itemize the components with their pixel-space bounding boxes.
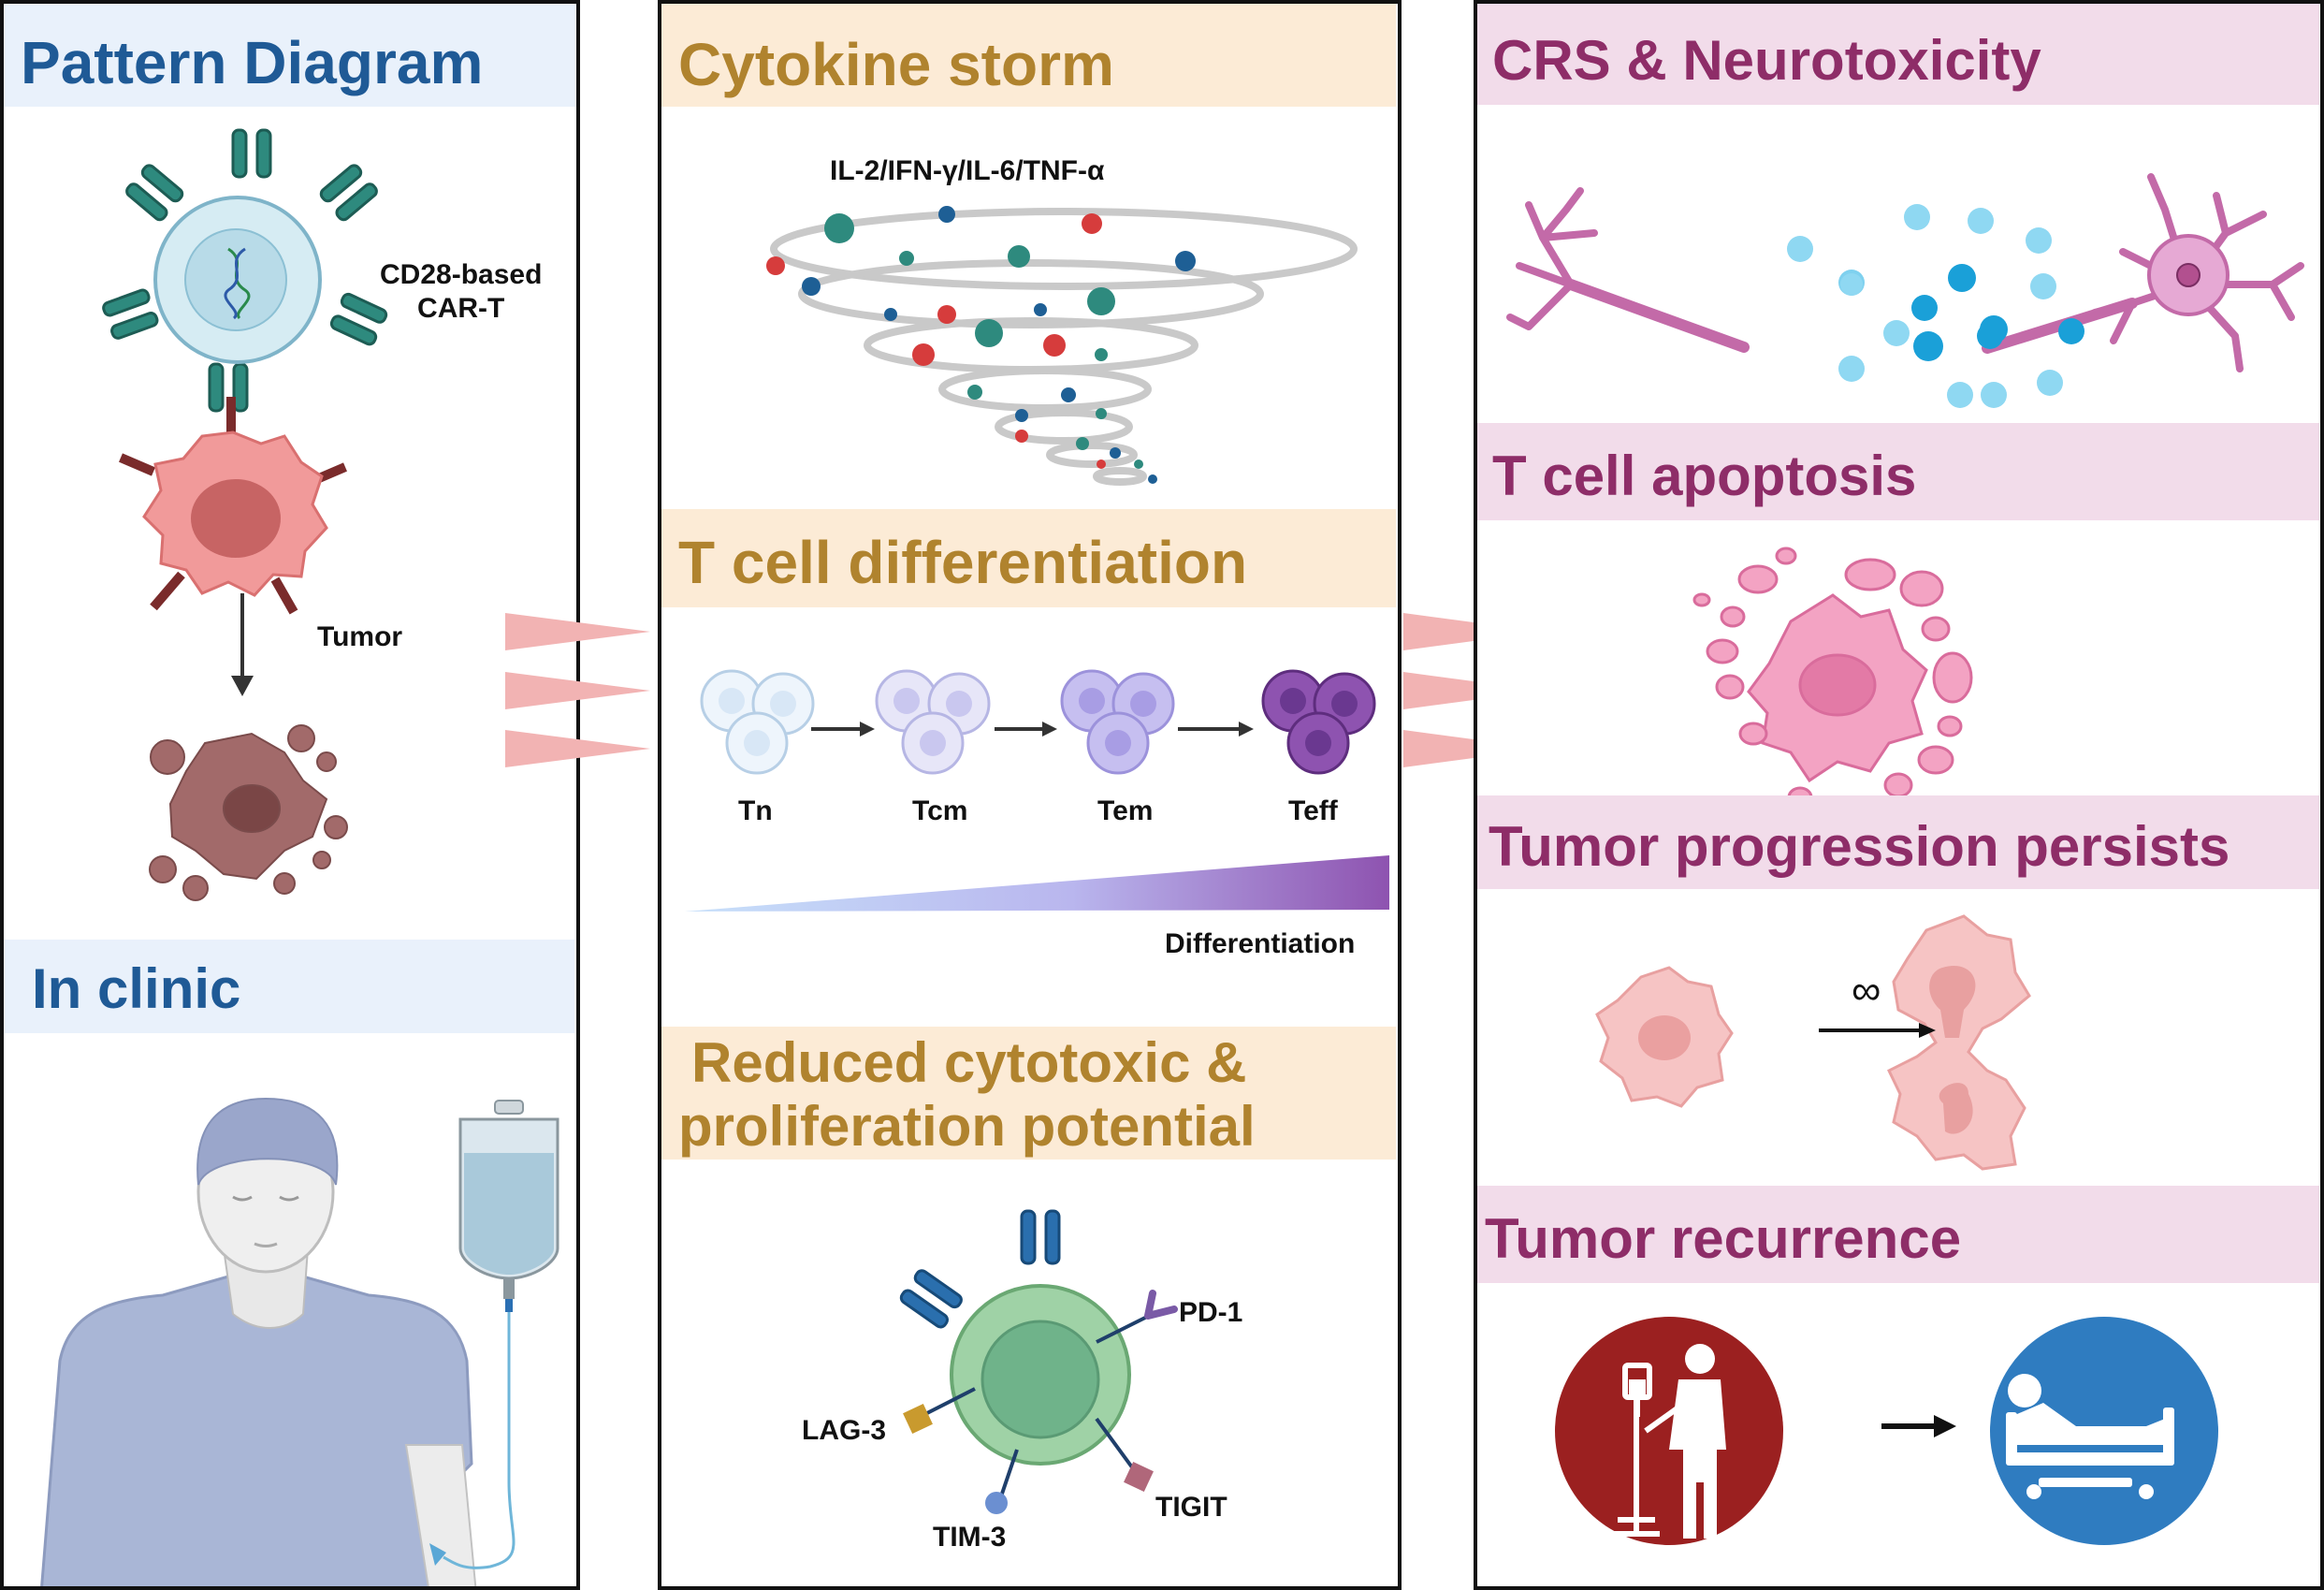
tn-cells — [700, 669, 815, 775]
cytokine-list: IL-2/IFN-γ/IL-6/TNF-α — [830, 155, 1105, 186]
car-t-illustration — [102, 128, 388, 901]
apoptosis-title: T cell apoptosis — [1477, 423, 2319, 520]
car-receptor — [231, 128, 272, 179]
patient-iv-illustration — [40, 1097, 559, 1586]
tumor-proliferation — [1595, 914, 2031, 1171]
tcm-cells — [875, 669, 991, 775]
progression-title: Tumor progression persists — [1477, 795, 2319, 889]
cytokine-tornado — [766, 206, 1358, 486]
car-receptor — [125, 164, 184, 222]
differentiation-label: Differentiation — [1165, 928, 1356, 959]
car-receptor — [899, 1269, 963, 1329]
crs-illustration — [1506, 173, 2304, 408]
reduced-potential-title: Reduced cytotoxic & proliferation potent… — [661, 1027, 1396, 1160]
outcomes-panel: CRS & Neurotoxicity — [1474, 0, 2324, 1590]
car-receptor — [208, 362, 249, 413]
car-receptor — [319, 164, 378, 222]
tim3-label: TIM-3 — [933, 1522, 1007, 1553]
cytokine-storm-title: Cytokine storm — [661, 4, 1396, 107]
pattern-diagram-title: Pattern Diagram — [4, 4, 576, 107]
differentiation-title: T cell differentiation — [661, 509, 1396, 607]
iv-bag-icon — [458, 1100, 559, 1312]
lag3-label: LAG-3 — [802, 1415, 886, 1446]
hospital-bed-icon — [1990, 1317, 2218, 1545]
car-receptor — [1020, 1209, 1061, 1265]
differentiation-diagram — [685, 669, 1389, 912]
mechanism-panel: Cytokine storm IL-2/IFN-γ/IL-6/TNF-α — [658, 0, 1402, 1590]
teff-cells — [1261, 669, 1376, 775]
tumor-cell — [119, 430, 347, 615]
patient-iv-icon — [1555, 1317, 1783, 1545]
recurrence-illustration — [1555, 1317, 2218, 1545]
stage-tcm-label: Tcm — [912, 795, 968, 826]
neuron-icon — [1506, 187, 1750, 353]
car-receptor — [329, 292, 388, 346]
apoptotic-cell — [1692, 547, 1973, 809]
lysed-tumor-cell — [149, 724, 348, 901]
stage-tem-label: Tem — [1097, 795, 1154, 826]
tigit-label: TIGIT — [1155, 1492, 1227, 1523]
tem-cells — [1060, 669, 1175, 775]
pd1-label: PD-1 — [1179, 1297, 1243, 1328]
infinity-symbol: ∞ — [1852, 968, 1881, 1014]
differentiation-gradient — [685, 855, 1389, 912]
car-receptor — [102, 288, 159, 340]
exhausted-t-cell — [899, 1209, 1178, 1514]
pattern-diagram-panel: Pattern Diagram — [0, 0, 580, 1590]
stage-teff-label: Teff — [1288, 795, 1338, 826]
dna-icon — [224, 247, 251, 320]
cytokine-molecules — [1787, 204, 2084, 408]
cytokine-particles — [766, 206, 1196, 484]
tumor-label: Tumor — [317, 621, 403, 652]
in-clinic-title: In clinic — [4, 940, 574, 1033]
car-t-label: CD28-based CAR-T — [380, 259, 543, 324]
recurrence-title: Tumor recurrence — [1477, 1186, 2319, 1283]
stage-tn-label: Tn — [738, 795, 773, 826]
crs-neurotoxicity-title: CRS & Neurotoxicity — [1477, 4, 2319, 105]
